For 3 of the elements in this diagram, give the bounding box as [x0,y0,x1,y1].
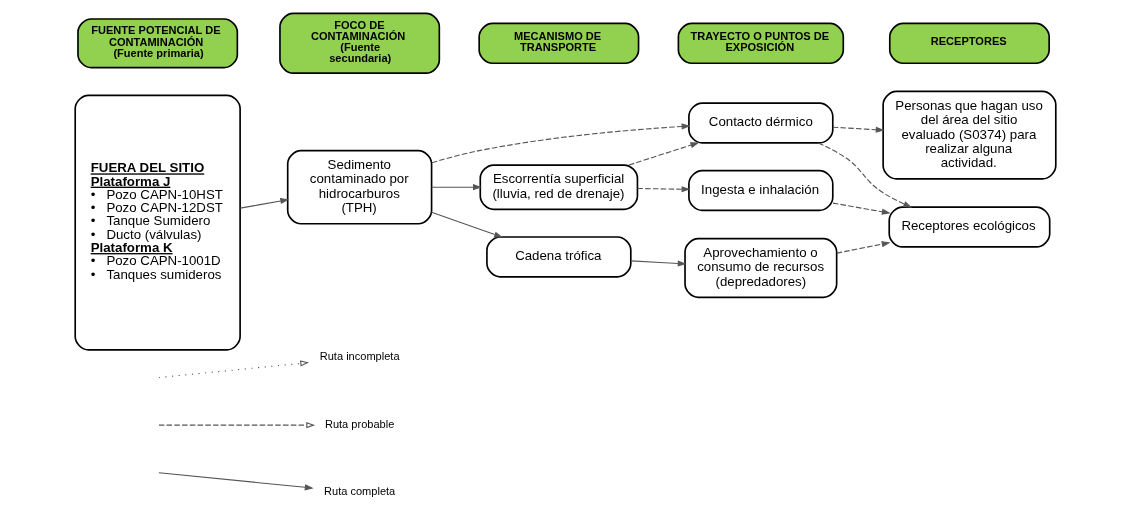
legend-label: Ruta probable [324,417,394,430]
legend-label: Ruta incompleta [319,349,400,362]
legend-label: Ruta completa [323,484,395,497]
